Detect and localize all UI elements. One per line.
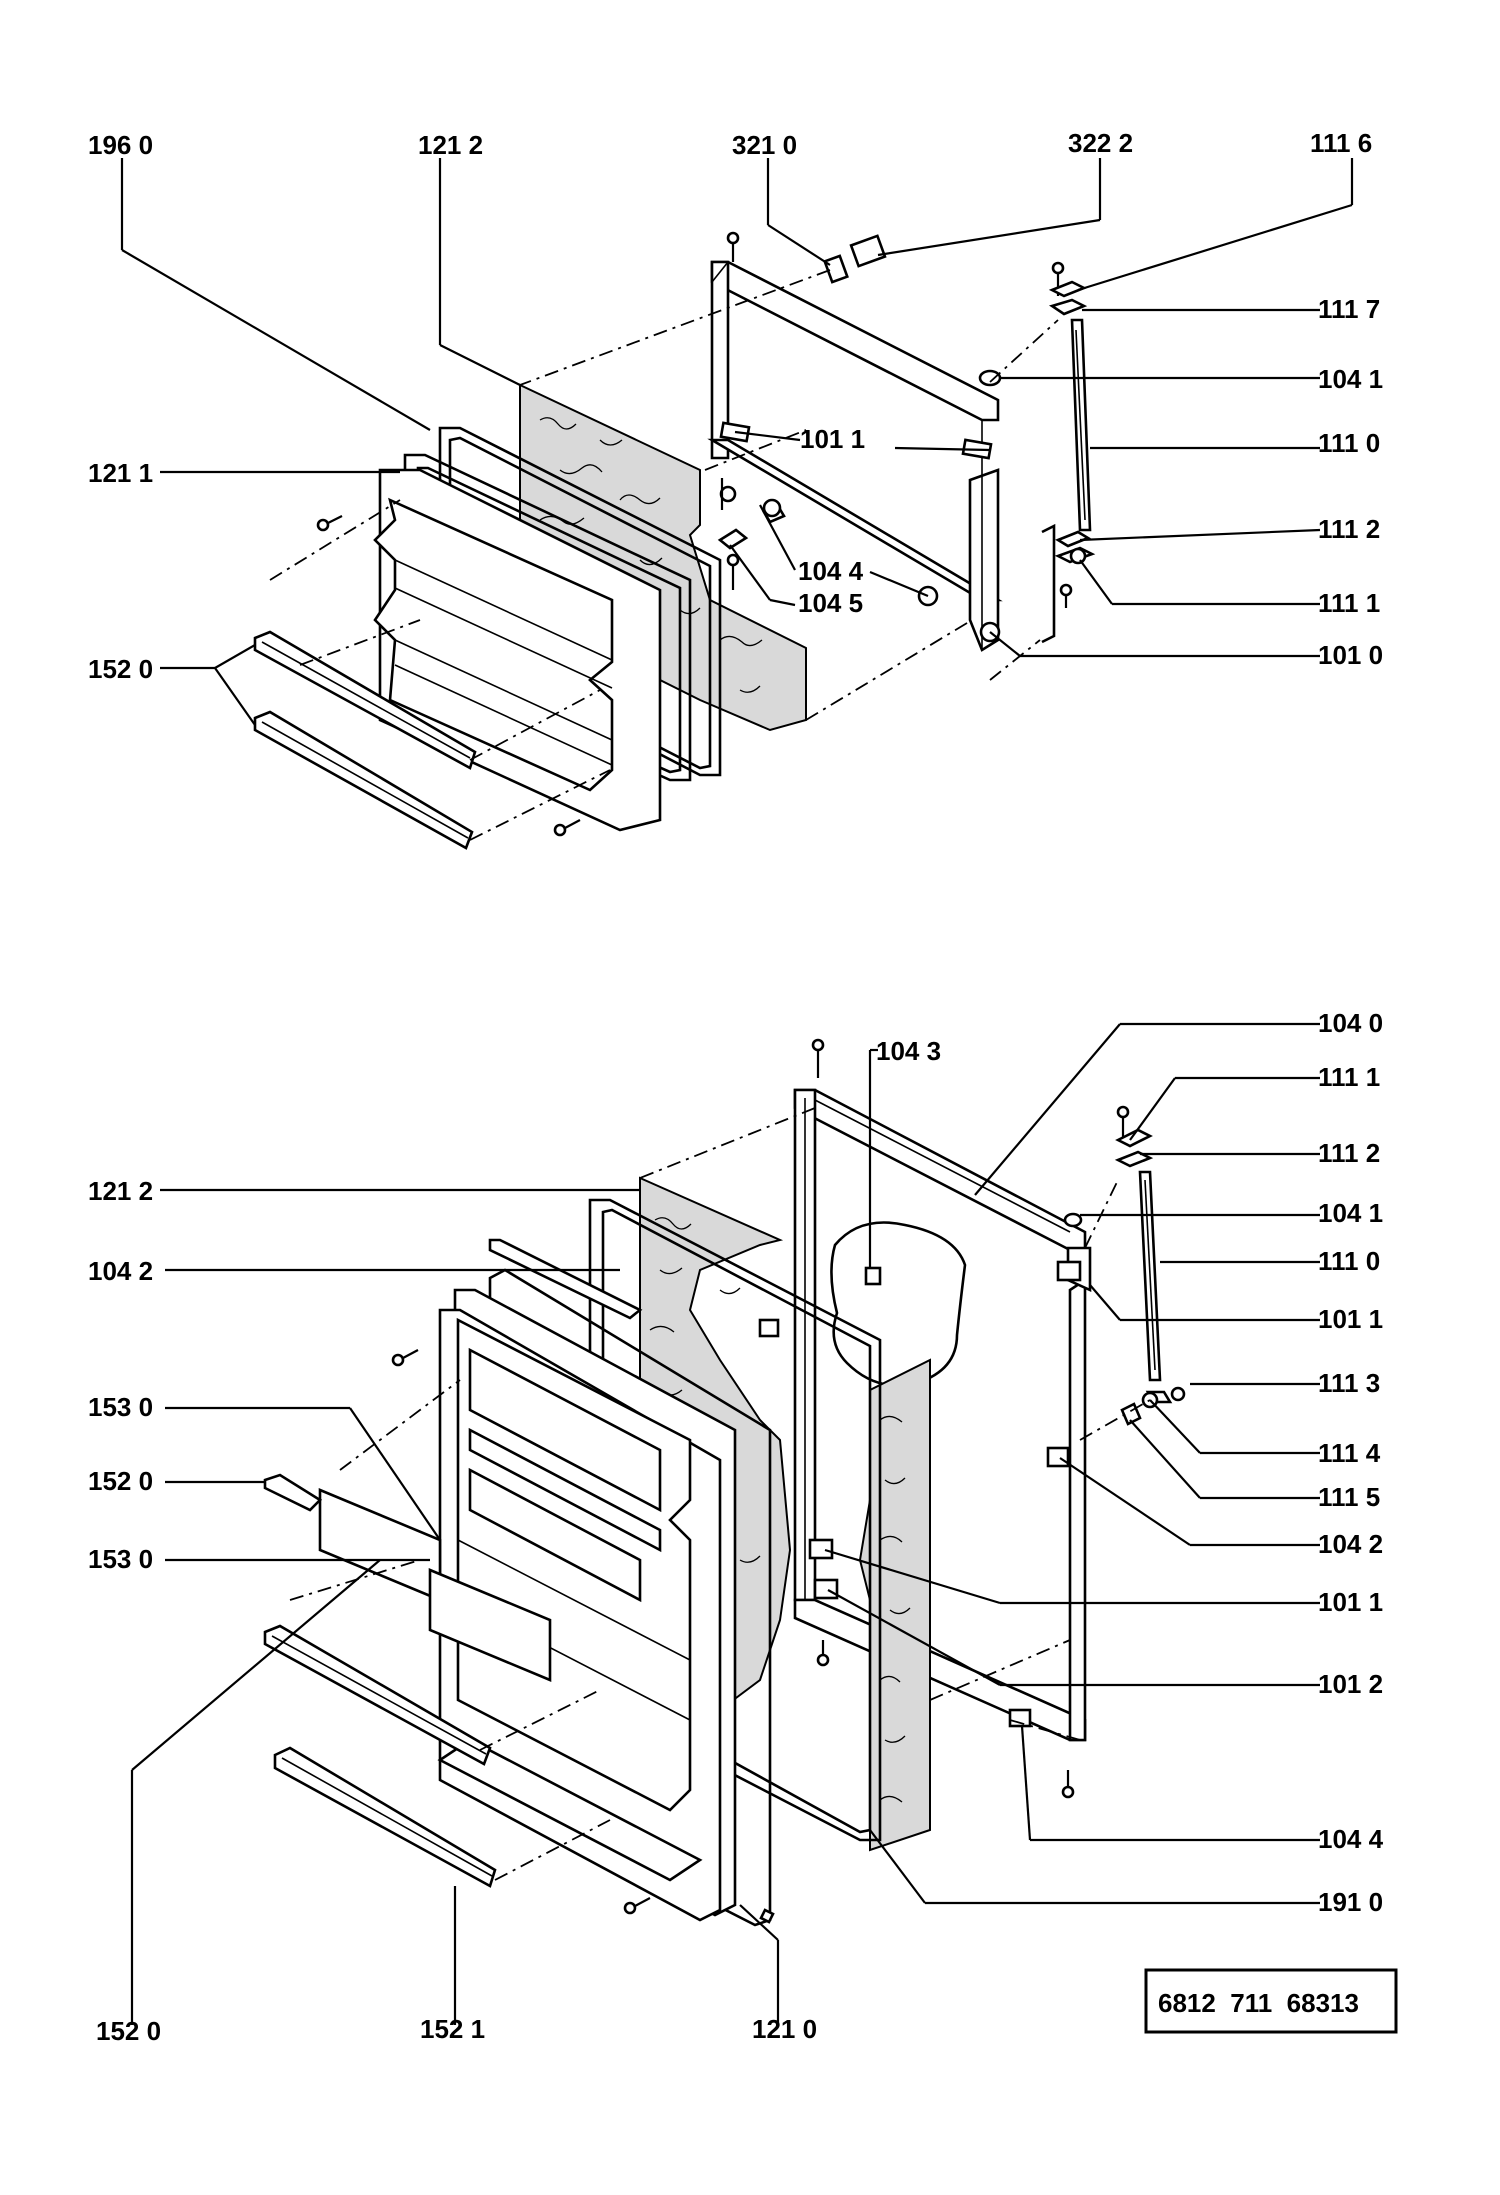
label-121-2: 121 2	[418, 130, 483, 160]
outer-door-panel-bottom	[793, 1088, 1092, 1742]
label-322-2: 322 2	[1068, 128, 1133, 158]
hinge-assembly-top-right	[1041, 261, 1096, 644]
labels-top: 196 0 121 2 321 0 322 2 111 6 111 7 104 …	[88, 128, 1383, 684]
label-111-3: 111 3	[1318, 1368, 1380, 1398]
label-153-0-a: 153 0	[88, 1392, 153, 1422]
label-111-2: 111 2	[1318, 514, 1380, 544]
label-111-5: 111 5	[1318, 1482, 1380, 1512]
label-101-0: 101 0	[1318, 640, 1383, 670]
label-104-1: 104 1	[1318, 364, 1383, 394]
label-111-6: 111 6	[1310, 128, 1372, 158]
label-111-4: 111 4	[1318, 1438, 1381, 1468]
label-104-2-a: 104 2	[88, 1256, 153, 1286]
assembly-lines-top	[269, 269, 1059, 841]
label-111-1-bottom: 111 1	[1318, 1062, 1380, 1092]
bottom-assembly: 104 0 104 3 111 1 111 2 121 2 104 1 111 …	[88, 1008, 1398, 2046]
label-101-2: 101 2	[1318, 1669, 1383, 1699]
door-shelf-bars-bottom	[263, 1473, 497, 1888]
label-152-0-top: 152 0	[88, 654, 153, 684]
label-191-0: 191 0	[1318, 1887, 1383, 1917]
labels-bottom: 104 0 104 3 111 1 111 2 121 2 104 1 111 …	[88, 1008, 1384, 2046]
label-101-1-a: 101 1	[1318, 1304, 1383, 1334]
top-assembly: 196 0 121 2 321 0 322 2 111 6 111 7 104 …	[88, 128, 1383, 850]
document-reference-number: 6812 711 68313	[1158, 1988, 1359, 2018]
label-152-0-b: 152 0	[96, 2016, 161, 2046]
door-shelf-bars-top	[253, 630, 477, 850]
label-121-2-bottom: 121 2	[88, 1176, 153, 1206]
label-104-5: 104 5	[798, 588, 863, 618]
label-111-1: 111 1	[1318, 588, 1380, 618]
label-111-0: 111 0	[1318, 428, 1380, 458]
label-104-4: 104 4	[798, 556, 864, 586]
label-104-3: 104 3	[876, 1036, 941, 1066]
label-111-7: 111 7	[1318, 294, 1380, 324]
label-121-1: 121 1	[88, 458, 153, 488]
label-152-1: 152 1	[420, 2014, 485, 2044]
label-196-0: 196 0	[88, 130, 153, 160]
document-reference-box: 6812 711 68313	[1144, 1968, 1398, 2034]
inner-door-liner-bottom	[318, 1238, 737, 1922]
leader-lines-bottom	[130, 1022, 1320, 2025]
label-152-0-a: 152 0	[88, 1466, 153, 1496]
inner-door-liner-top	[373, 468, 662, 832]
label-101-1: 101 1	[800, 424, 865, 454]
label-111-0-bottom: 111 0	[1318, 1246, 1380, 1276]
label-101-1-b: 101 1	[1318, 1587, 1383, 1617]
label-153-0-b: 153 0	[88, 1544, 153, 1574]
outer-door-frame-top	[707, 260, 1003, 652]
label-104-0: 104 0	[1318, 1008, 1383, 1038]
label-121-0: 121 0	[752, 2014, 817, 2044]
assembly-lines-bottom	[289, 1107, 1151, 1881]
screws-bottom	[391, 1038, 1075, 1915]
label-104-4-bottom: 104 4	[1318, 1824, 1384, 1854]
label-104-2-b: 104 2	[1318, 1529, 1383, 1559]
label-104-1-bottom: 104 1	[1318, 1198, 1383, 1228]
screws-top	[316, 515, 581, 837]
leader-lines-top	[120, 158, 1354, 726]
label-321-0: 321 0	[732, 130, 797, 160]
label-111-2-bottom: 111 2	[1318, 1138, 1380, 1168]
